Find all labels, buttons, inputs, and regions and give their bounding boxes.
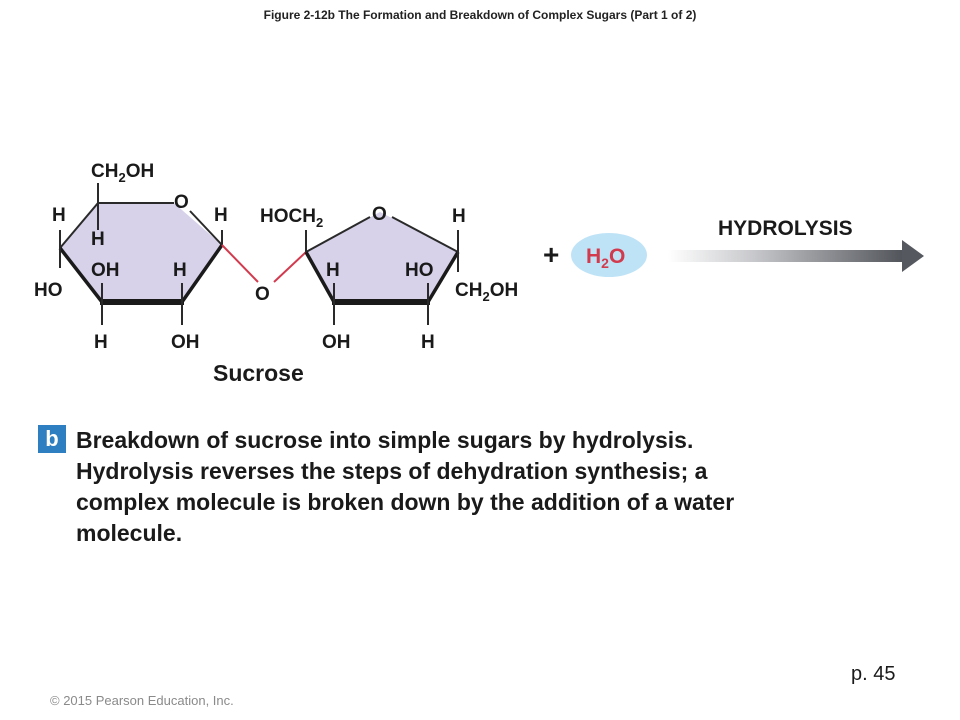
caption-line: molecule.	[76, 520, 183, 546]
figure-caption: Breakdown of sucrose into simple sugars …	[76, 425, 876, 549]
fructose-c4-bottom-h: H	[421, 332, 435, 353]
glucose-top-group: CH2OH	[91, 161, 154, 185]
fructose-ring: HOCH2 O H H HO CH2OH OH H	[260, 204, 518, 353]
caption-line: complex molecule is broken down by the a…	[76, 489, 735, 515]
fructose-right-group: CH2OH	[455, 280, 518, 304]
fructose-left-group: HOCH2	[260, 206, 323, 230]
glucose-ring-oxygen: O	[174, 192, 189, 213]
glycosidic-bond: O	[221, 244, 307, 305]
bridge-oxygen: O	[255, 284, 270, 305]
glucose-c4-left-h: H	[52, 205, 66, 226]
glucose-c2-bottom-oh: OH	[171, 332, 200, 353]
glucose-c5-h: H	[91, 229, 105, 250]
sucrose-label: Sucrose	[213, 360, 304, 386]
panel-b-badge: b	[38, 425, 66, 453]
caption-line: Hydrolysis reverses the steps of dehydra…	[76, 458, 708, 484]
fructose-ring-oxygen: O	[372, 204, 387, 225]
hydrolysis-label: HYDROLYSIS	[718, 217, 853, 240]
fructose-c3-h: H	[326, 260, 340, 281]
glucose-c2-h: H	[173, 260, 187, 281]
glucose-c1-h: H	[214, 205, 228, 226]
hydrolysis-arrow	[668, 240, 924, 272]
fructose-right-h: H	[452, 206, 466, 227]
copyright-notice: © 2015 Pearson Education, Inc.	[50, 693, 234, 708]
sucrose-hydrolysis-diagram: CH2OH O H H H OH H HO H OH O HOCH2 O H H…	[34, 161, 924, 353]
glucose-ring: CH2OH O H H H OH H HO H OH	[34, 161, 228, 353]
fructose-c3-bottom-oh: OH	[322, 332, 351, 353]
svg-text:H2O: H2O	[586, 245, 625, 271]
page-reference: p. 45	[851, 663, 896, 685]
glucose-c4-ho: HO	[34, 280, 63, 301]
glucose-c3-bottom-h: H	[94, 332, 108, 353]
water-molecule: H2O	[571, 233, 647, 277]
fructose-c4-ho: HO	[405, 260, 434, 281]
slide-title: Figure 2-12b The Formation and Breakdown…	[263, 8, 697, 22]
plus-sign: +	[543, 239, 559, 270]
glucose-c3-oh: OH	[91, 260, 120, 281]
caption-line: Breakdown of sucrose into simple sugars …	[76, 427, 694, 453]
